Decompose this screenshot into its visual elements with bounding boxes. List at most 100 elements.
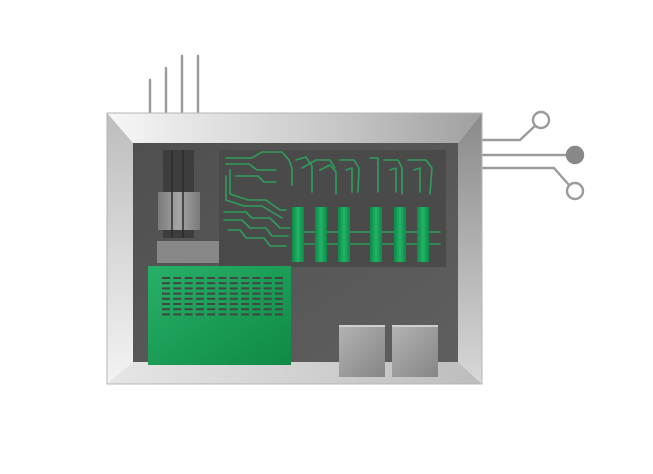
terminal-lead-bottom — [480, 166, 571, 187]
vent-slot — [275, 308, 283, 311]
vent-slot — [218, 313, 227, 316]
trace — [235, 175, 277, 183]
vent-slot — [241, 308, 250, 311]
vent-slot — [207, 287, 216, 290]
vent-slot — [263, 297, 272, 300]
vent-slot — [173, 297, 182, 300]
vent-slot — [229, 297, 238, 300]
vent-slot — [252, 308, 261, 311]
vent-slot — [229, 287, 238, 290]
vent-slot — [241, 277, 250, 279]
vent-slot — [263, 292, 272, 295]
memory-slot — [370, 207, 382, 262]
memory-slot — [417, 207, 429, 262]
vent-slot — [173, 313, 182, 316]
vent-slot — [275, 303, 283, 305]
trace — [339, 159, 360, 193]
vent-slot — [252, 292, 261, 295]
open-terminal-bottom-icon — [565, 181, 585, 201]
trace — [295, 156, 313, 193]
vent-slot — [218, 308, 227, 311]
trace — [383, 159, 403, 195]
frame-top-bevel — [107, 113, 482, 143]
trace — [227, 229, 287, 247]
vent-slot — [263, 287, 272, 290]
trace — [229, 169, 287, 211]
vent-slot — [263, 308, 272, 311]
vent-slot — [229, 303, 238, 305]
vent-slot — [162, 313, 170, 316]
vent-slot — [173, 292, 182, 295]
vent-slot — [173, 308, 182, 311]
vent-slot — [252, 277, 261, 279]
memory-slot — [292, 207, 304, 262]
frame-right-bevel — [458, 113, 482, 384]
vent-slot — [218, 297, 227, 300]
vent-slot — [263, 282, 272, 285]
vent-slot — [263, 277, 272, 279]
vent-slot — [173, 287, 182, 290]
trace — [225, 151, 293, 186]
vent-slot — [241, 287, 250, 290]
vent-slot — [195, 287, 204, 290]
filled-terminal-icon — [565, 145, 585, 165]
vent-slot — [195, 303, 204, 305]
vent-slot — [184, 303, 193, 305]
vent-slot — [241, 303, 250, 305]
vent-slot — [195, 282, 204, 285]
vent-slot — [207, 313, 216, 316]
enclosure-frame — [106, 112, 483, 385]
trace — [369, 157, 379, 193]
vent-slot — [252, 282, 261, 285]
vent-slot — [184, 282, 193, 285]
vent-slot — [207, 277, 216, 279]
vent-slot — [252, 287, 261, 290]
vent-slot — [229, 277, 238, 279]
connector-block — [158, 192, 200, 230]
vent-slot — [218, 292, 227, 295]
vent-slot — [263, 313, 272, 316]
expansion-card — [148, 266, 291, 365]
trace — [223, 219, 289, 237]
vent-slot — [195, 277, 204, 279]
vent-slot — [162, 297, 170, 300]
vent-slot — [252, 313, 261, 316]
vent-slot — [241, 282, 250, 285]
trace — [345, 167, 353, 193]
trace — [319, 164, 337, 195]
vent-slot — [184, 292, 193, 295]
vent-slot — [162, 282, 170, 285]
trace — [225, 175, 283, 219]
vent-slot — [218, 282, 227, 285]
vent-slot — [173, 277, 182, 279]
memory-slots — [292, 207, 429, 262]
vent-slot — [275, 282, 283, 285]
vent-slot — [195, 313, 204, 316]
chip — [392, 326, 438, 377]
vent-slot — [195, 308, 204, 311]
vent-slot — [173, 303, 182, 305]
trace — [301, 159, 336, 169]
vent-slot — [218, 277, 227, 279]
vent-slot — [207, 282, 216, 285]
frame-left-bevel — [107, 113, 133, 384]
trace — [407, 159, 433, 195]
vent-slot — [195, 292, 204, 295]
vent-slot — [275, 292, 283, 295]
vent-slot — [184, 308, 193, 311]
frame-outline — [106, 112, 483, 385]
vent-slot — [207, 292, 216, 295]
vent-slot — [241, 297, 250, 300]
vent-slot — [263, 303, 272, 305]
vent-slot — [275, 313, 283, 316]
frame-bottom-bevel — [107, 362, 482, 384]
vent-slot — [229, 292, 238, 295]
vent-slot — [162, 277, 170, 279]
open-terminal-top-icon — [531, 110, 551, 130]
chips — [339, 325, 438, 377]
vent-slot — [229, 313, 238, 316]
vent-slot — [252, 303, 261, 305]
vent-slot — [184, 287, 193, 290]
chip — [339, 326, 385, 377]
